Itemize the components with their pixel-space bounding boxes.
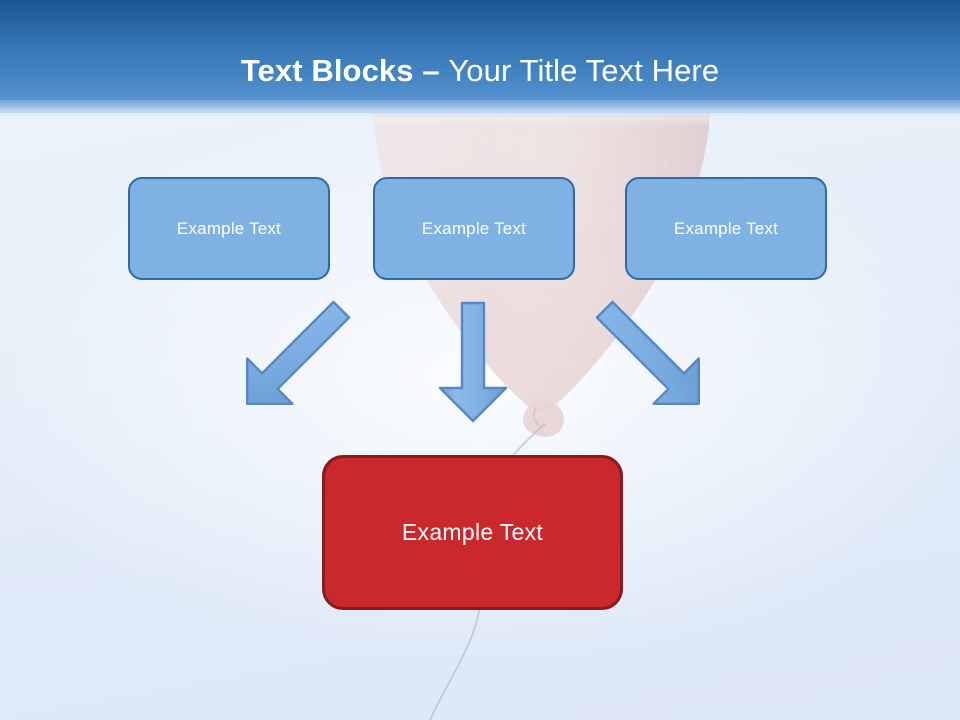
arrow-right-diagonal <box>595 300 700 405</box>
result-block-label: Example Text <box>401 519 544 545</box>
arrow-middle-vertical <box>438 301 508 423</box>
background-glow <box>0 72 960 720</box>
text-block-1[interactable]: Example Text <box>128 177 330 280</box>
header-fade <box>0 100 960 126</box>
arrow-left-diagonal <box>246 300 351 405</box>
header-band <box>0 0 960 113</box>
page-title-regular: Your Title Text Here <box>448 53 720 88</box>
text-block-3[interactable]: Example Text <box>625 177 827 280</box>
text-block-2-label: Example Text <box>421 218 527 238</box>
result-block[interactable]: Example Text <box>322 455 623 610</box>
text-block-1-label: Example Text <box>176 218 282 238</box>
text-block-3-label: Example Text <box>673 218 779 238</box>
page-title-bold: Text Blocks – <box>240 53 449 88</box>
page-title: Text Blocks – Your Title Text Here <box>0 51 960 91</box>
text-block-2[interactable]: Example Text <box>373 177 575 280</box>
